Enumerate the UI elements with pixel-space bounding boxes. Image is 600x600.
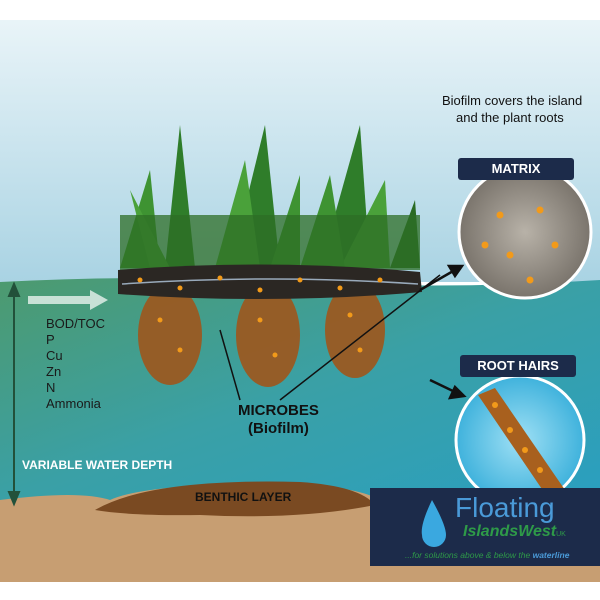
water-drop-icon [421, 500, 446, 547]
benthic-layer [95, 481, 375, 517]
microbes-line-1: MICROBES [238, 402, 319, 419]
logo: Floating IslandsWestUK [455, 493, 566, 544]
pollutant: Zn [46, 364, 62, 379]
tagline-end: waterline [532, 550, 570, 560]
pollutant: Cu [46, 348, 63, 363]
island-mat [118, 264, 422, 300]
root-hairs-label: ROOT HAIRS [460, 355, 576, 377]
caption-line-1: Biofilm covers the island [442, 93, 583, 108]
microbes-line-2: (Biofilm) [248, 420, 309, 437]
microbes-label: MICROBES (Biofilm) [238, 402, 319, 438]
caption-line-2: and the plant roots [456, 110, 564, 125]
logo-word-1: Floating [455, 492, 555, 523]
caption: Biofilm covers the island and the plant … [442, 92, 582, 126]
root-hair [478, 388, 565, 498]
microbe-dots [137, 275, 383, 358]
depth-label: VARIABLE WATER DEPTH [22, 458, 173, 472]
pollutant: BOD/TOC [46, 316, 105, 331]
pollutant: N [46, 380, 56, 395]
logo-word-2: IslandsWest [463, 523, 557, 540]
flow-arrow [28, 290, 108, 310]
benthic-label: BENTHIC LAYER [195, 490, 292, 504]
logo-tagline: ...for solutions above & below the water… [405, 550, 569, 560]
pointer-arrows [219, 264, 467, 401]
logo-suffix: UK [556, 531, 566, 538]
tagline-start: ...for solutions above & below the [405, 550, 533, 560]
matrix-inset [457, 164, 593, 300]
pollutant: P [46, 332, 55, 347]
pollutant: Ammonia [46, 396, 101, 411]
logo-panel [370, 488, 600, 566]
matrix-label: MATRIX [458, 158, 574, 180]
depth-arrow [7, 281, 21, 507]
grass [120, 125, 420, 270]
pollutant-list: BOD/TOC P Cu Zn N Ammonia [46, 316, 105, 412]
